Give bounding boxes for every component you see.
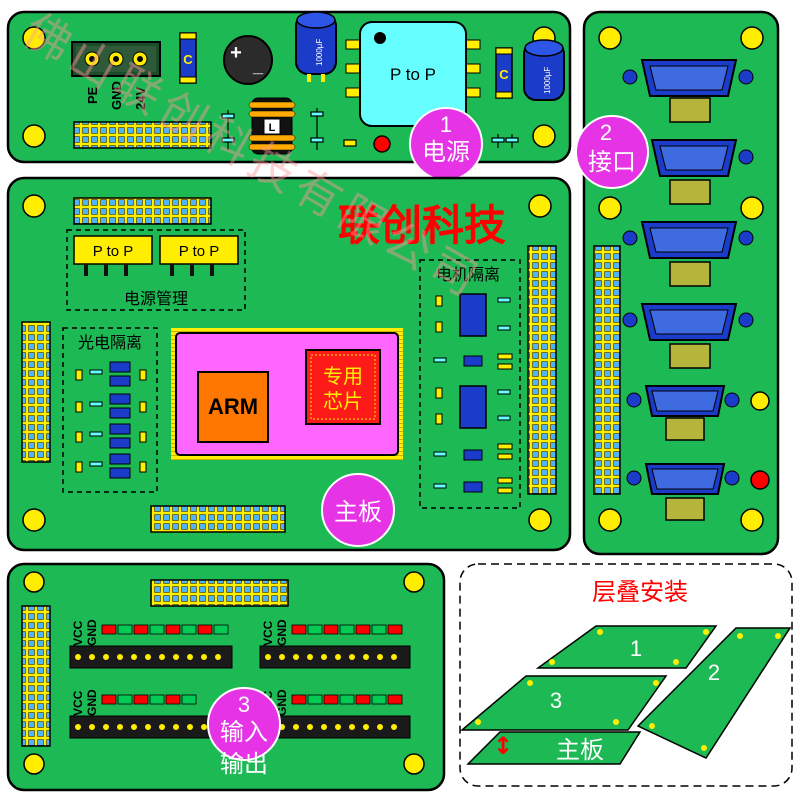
pp-label-1: P to P xyxy=(93,243,134,260)
gnd-label: GND xyxy=(85,619,99,646)
stack-board-3: 3 xyxy=(459,675,668,731)
power-board-header xyxy=(73,121,212,149)
badge-io-number: 3 xyxy=(238,692,250,717)
badge-io-line1: 输入 xyxy=(220,718,268,746)
badge-interface: 2 接口 xyxy=(575,115,649,189)
interface-board: 2 接口 xyxy=(575,10,780,556)
badge-main-board-text: 主板 xyxy=(334,498,382,526)
vcc-label: VCC xyxy=(71,690,85,716)
electrolytic-label: 1000µF xyxy=(315,39,324,66)
cap-label-2: C xyxy=(499,67,509,82)
terminal-label-gnd: GND xyxy=(109,81,124,110)
db-connector-4 xyxy=(622,303,754,369)
main-header-top xyxy=(73,197,212,225)
plus-sign: + xyxy=(230,42,242,64)
badge-power-number: 1 xyxy=(440,112,452,137)
badge-io: 3 输入 输出 xyxy=(207,687,281,778)
mount-holes xyxy=(22,194,552,532)
badge-interface-number: 2 xyxy=(600,120,612,145)
interface-board-header xyxy=(593,245,621,495)
inductor: L xyxy=(248,97,296,155)
badge-interface-text: 接口 xyxy=(588,148,636,176)
power-led-red xyxy=(373,135,391,153)
io-board: VCC GND VCC GND VCC GN xyxy=(6,562,446,792)
special-chip-line2: 芯片 xyxy=(323,389,363,413)
electrolytic-capacitor-left: 1000µF xyxy=(295,11,337,82)
small-caps xyxy=(221,108,519,150)
pp-module-label: P to P xyxy=(390,65,436,84)
capacitor-c-left: C xyxy=(179,32,197,84)
terminal-block: PE GND 24V xyxy=(71,41,161,110)
main-header-left xyxy=(21,321,51,463)
opto-components xyxy=(75,361,147,479)
badge-power: 1 电源 xyxy=(409,107,483,181)
badge-io-line2: 输出 xyxy=(220,750,268,778)
stack-board-main: 主板 xyxy=(466,731,642,765)
badge-power-text: 电源 xyxy=(422,138,470,166)
io-block-top-left: VCC GND xyxy=(69,619,233,669)
db-connector-6 xyxy=(626,463,770,521)
stack-board-1: 1 xyxy=(535,625,718,669)
motor-isolation-group: 电机隔离 xyxy=(419,259,521,509)
pp-label-2: P to P xyxy=(179,243,220,260)
vcc-label: VCC xyxy=(71,620,85,646)
db-connector-1 xyxy=(622,59,754,123)
electrolytic-label-2: 1000µF xyxy=(543,67,552,94)
io-header-top xyxy=(150,579,289,607)
vcc-label: VCC xyxy=(261,620,275,646)
minus-sign: _ xyxy=(252,56,264,76)
motor-isolation-label: 电机隔离 xyxy=(436,265,500,284)
io-block-bottom-left: VCC GND xyxy=(69,689,233,739)
io-block-top-right: VCC GND xyxy=(259,619,411,669)
pp-module: P to P xyxy=(345,21,481,127)
capacitor-c-right: C xyxy=(495,47,513,99)
mount-holes xyxy=(23,571,425,775)
electrolytic-capacitor-right: 1000µF xyxy=(523,39,565,101)
opto-isolation-group: 光电隔离 xyxy=(62,327,158,493)
stack-label-2: 2 xyxy=(708,660,720,685)
io-header-left xyxy=(21,605,51,747)
power-management-label: 电源管理 xyxy=(124,289,188,308)
polarity-capacitor: + _ xyxy=(223,35,273,85)
arm-label: ARM xyxy=(208,394,258,419)
terminal-label-24v: 24V xyxy=(133,87,148,110)
stack-label-1: 1 xyxy=(630,636,642,661)
opto-isolation-label: 光电隔离 xyxy=(78,333,142,352)
stack-board-2: 2 xyxy=(636,627,792,759)
company-title: 联创科技 xyxy=(338,201,506,250)
terminal-label-pe: PE xyxy=(85,86,100,104)
main-chip-area: ARM 专用 芯片 xyxy=(171,328,403,460)
io-block-bottom-right: VCC GND xyxy=(259,689,411,739)
power-board: PE GND 24V C + _ 1000µF xyxy=(6,10,572,181)
stack-title: 层叠安装 xyxy=(592,578,688,606)
gnd-label: GND xyxy=(85,689,99,716)
db-connector-3 xyxy=(622,221,754,287)
mount-holes xyxy=(598,26,764,532)
gnd-label: GND xyxy=(275,619,289,646)
inductor-label: L xyxy=(269,122,276,134)
badge-main-board: 主板 xyxy=(321,473,395,547)
motor-components xyxy=(433,293,513,494)
stack-main-label: 主板 xyxy=(556,736,604,764)
main-header-right xyxy=(527,245,557,495)
stack-diagram: 层叠安装 主板 3 1 2 ↕ xyxy=(459,563,793,787)
gnd-label: GND xyxy=(275,689,289,716)
db-connector-5 xyxy=(626,385,770,441)
cap-label: C xyxy=(183,52,193,67)
stack-label-3: 3 xyxy=(550,688,562,713)
stack-spacing-arrow: ↕ xyxy=(493,732,513,760)
special-chip-line1: 专用 xyxy=(323,364,363,388)
power-management-group: P to P P to P 电源管理 xyxy=(66,229,246,311)
main-board: 联创科技 P to P P to P 电源管理 光电隔离 xyxy=(6,176,572,552)
main-header-bottom xyxy=(150,505,286,533)
